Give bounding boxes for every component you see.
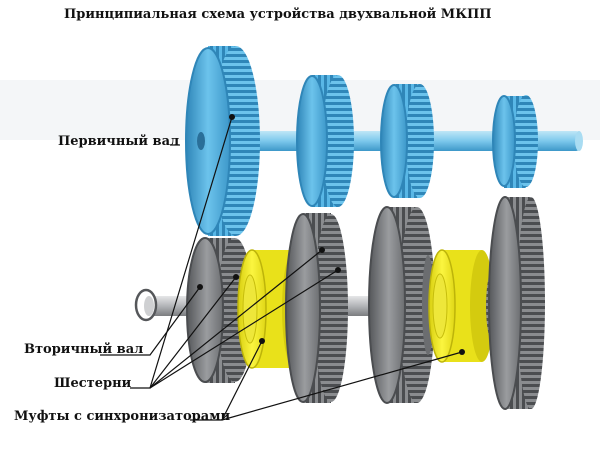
secondary-shaft-end xyxy=(136,290,156,320)
secondary-gear-2 xyxy=(286,213,348,403)
primary-gear-1 xyxy=(186,46,260,236)
secondary-gear-4 xyxy=(489,197,545,409)
leader-dot xyxy=(459,349,465,355)
primary-gear-2 xyxy=(297,75,354,207)
leader-dot xyxy=(259,338,265,344)
primary-shaft-end xyxy=(575,131,583,151)
leader-dot xyxy=(197,284,203,290)
secondary-gear-3 xyxy=(369,207,435,403)
diagram-title: Принципиальная схема устройства двухваль… xyxy=(64,7,492,22)
leader-dot xyxy=(335,267,341,273)
label-gears: Шестерни xyxy=(54,376,131,391)
leader-dot xyxy=(233,274,239,280)
label-synchro-couplings: Муфты с синхронизаторами xyxy=(14,409,230,424)
label-secondary-shaft: Вторичный вал xyxy=(24,342,143,357)
leader-dot xyxy=(319,247,325,253)
label-primary-shaft: Первичный вал xyxy=(58,134,179,149)
primary-gear-4 xyxy=(493,95,538,188)
leader-dot xyxy=(229,114,235,120)
primary-gear-3 xyxy=(381,84,434,198)
